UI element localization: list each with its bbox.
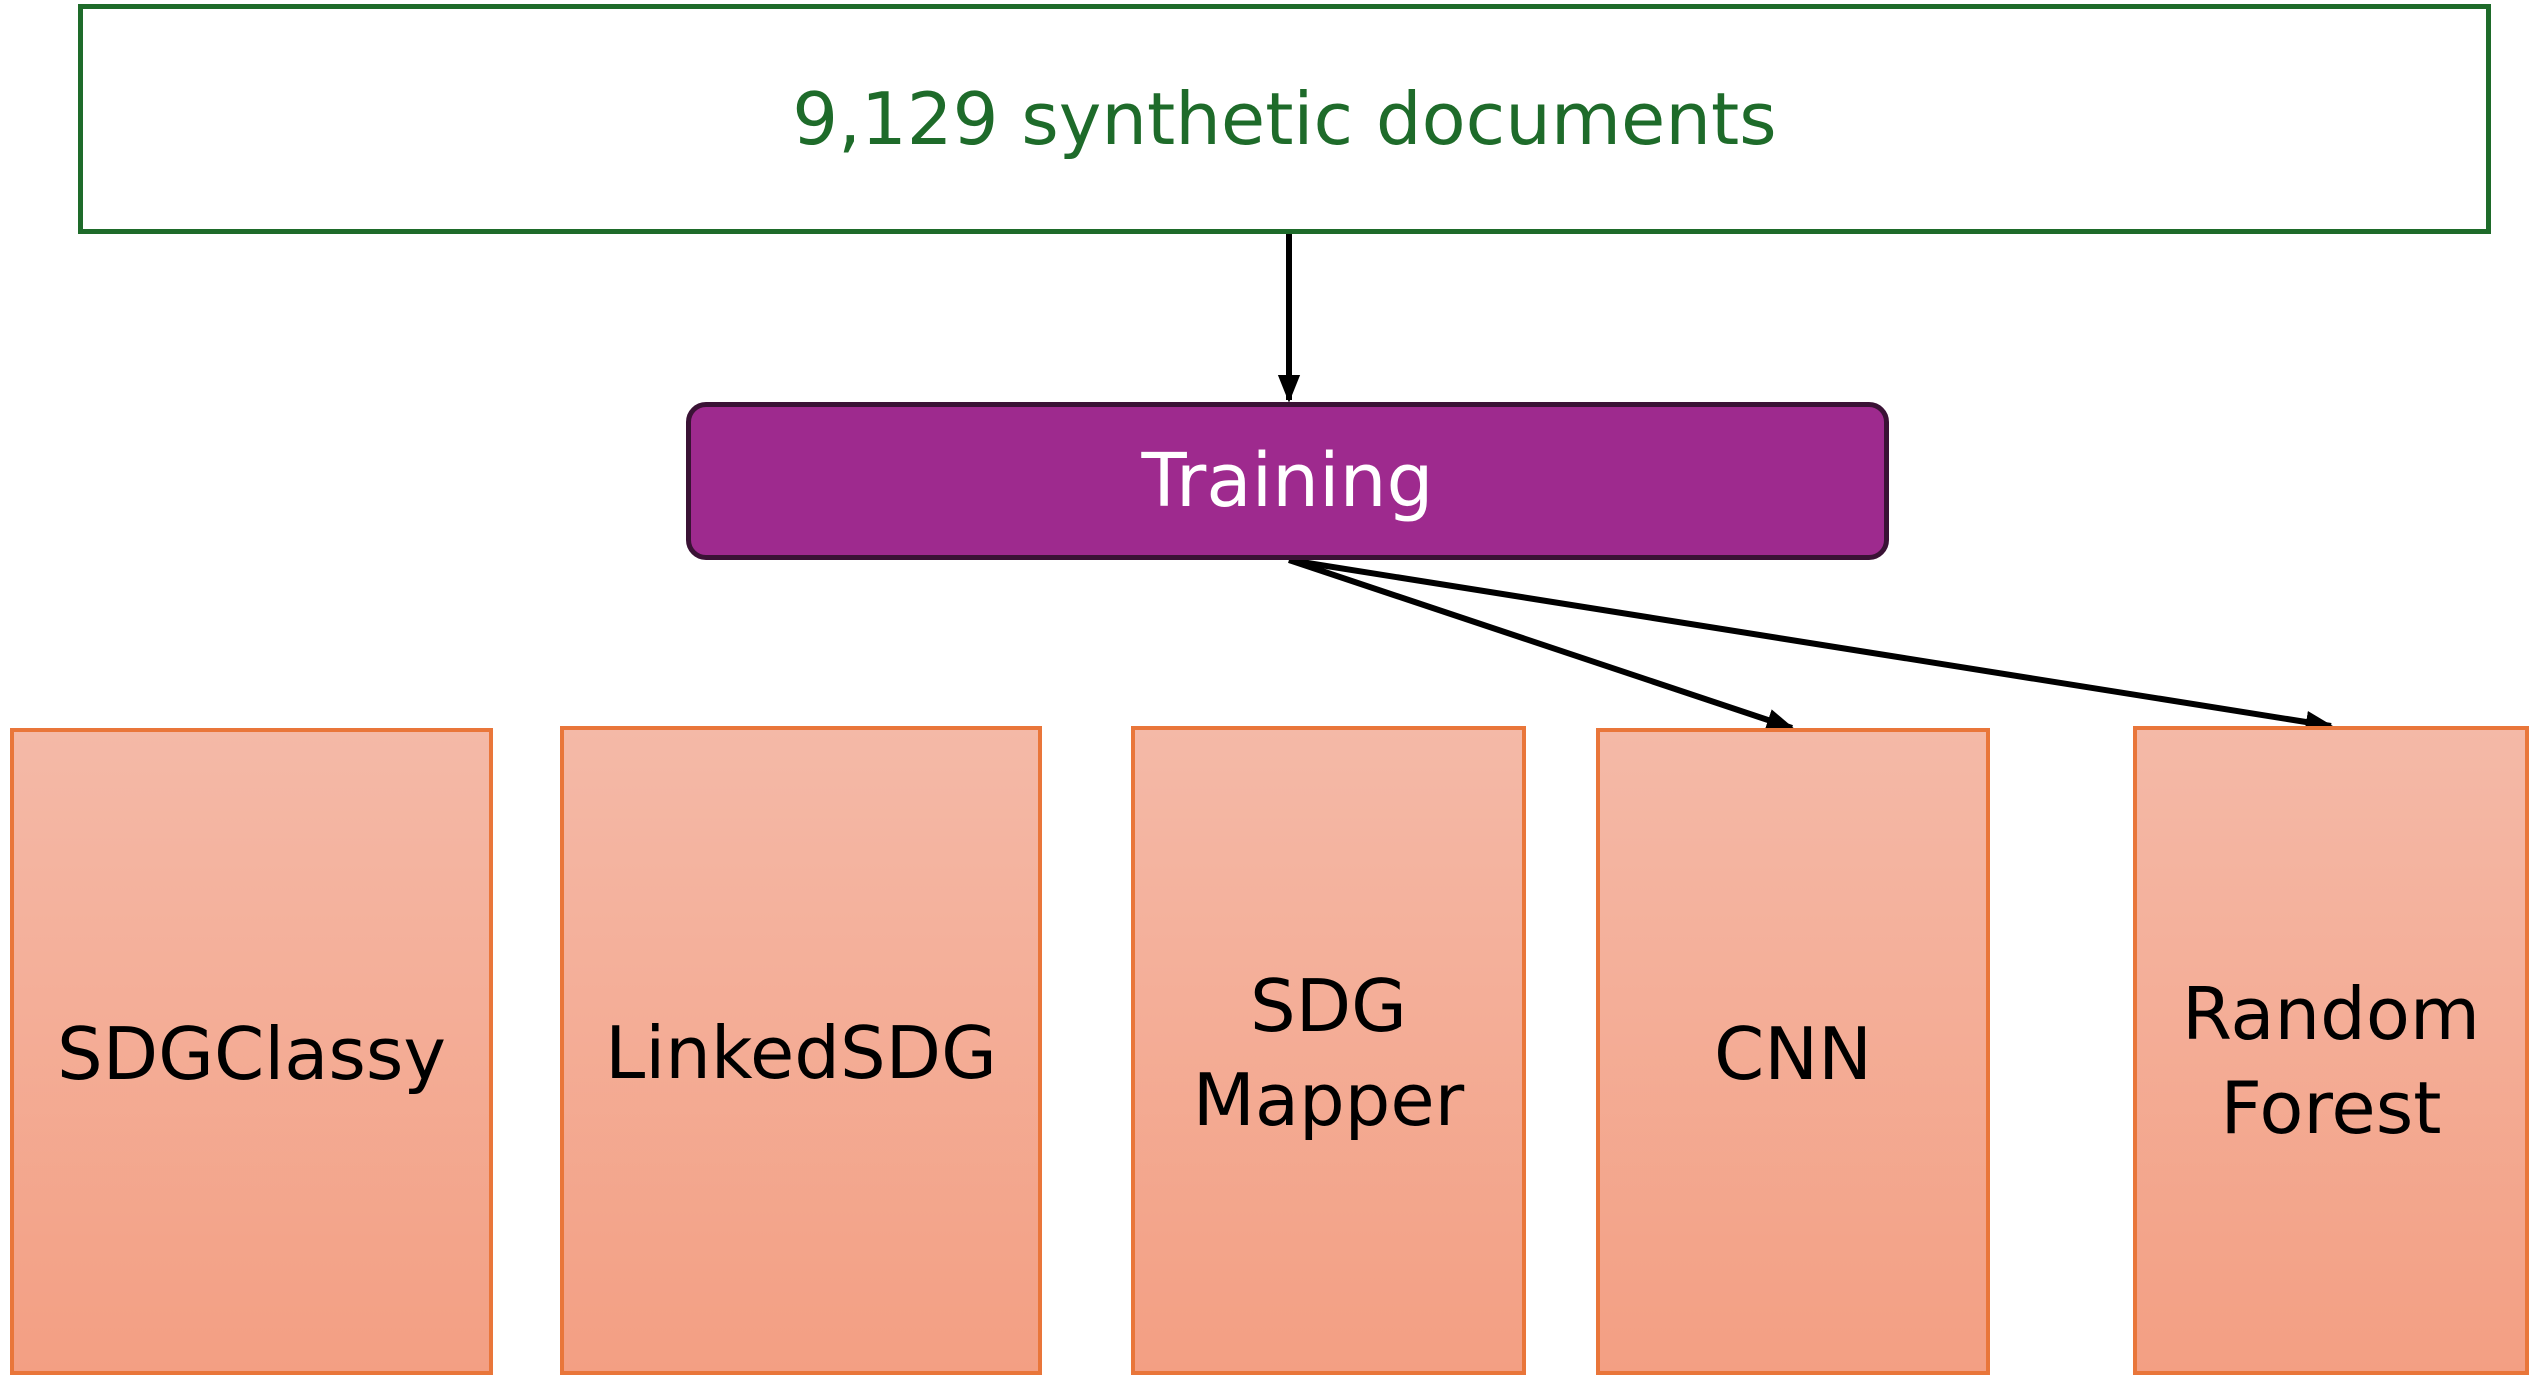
arrow-training-to-cnn [1288,557,1795,731]
model-label: CNN [1714,1011,1872,1096]
training-label: Training [1141,438,1434,524]
model-node-random-forest: Random Forest [2133,726,2529,1375]
model-label: SDGClassy [57,1011,446,1096]
model-node-cnn: CNN [1596,728,1990,1375]
model-node-sdgclassy: SDGClassy [10,728,493,1375]
model-label: Random Forest [2181,971,2481,1150]
source-documents-label: 9,129 synthetic documents [792,77,1777,161]
model-node-linkedsdg: LinkedSDG [560,726,1042,1375]
arrow-training-to-random-forest [1288,557,2334,734]
source-documents-node: 9,129 synthetic documents [78,4,2491,234]
model-label: SDG Mapper [1192,963,1465,1142]
training-node: Training [686,402,1889,560]
model-label: LinkedSDG [605,1010,997,1095]
model-node-sdg-mapper: SDG Mapper [1131,726,1526,1375]
